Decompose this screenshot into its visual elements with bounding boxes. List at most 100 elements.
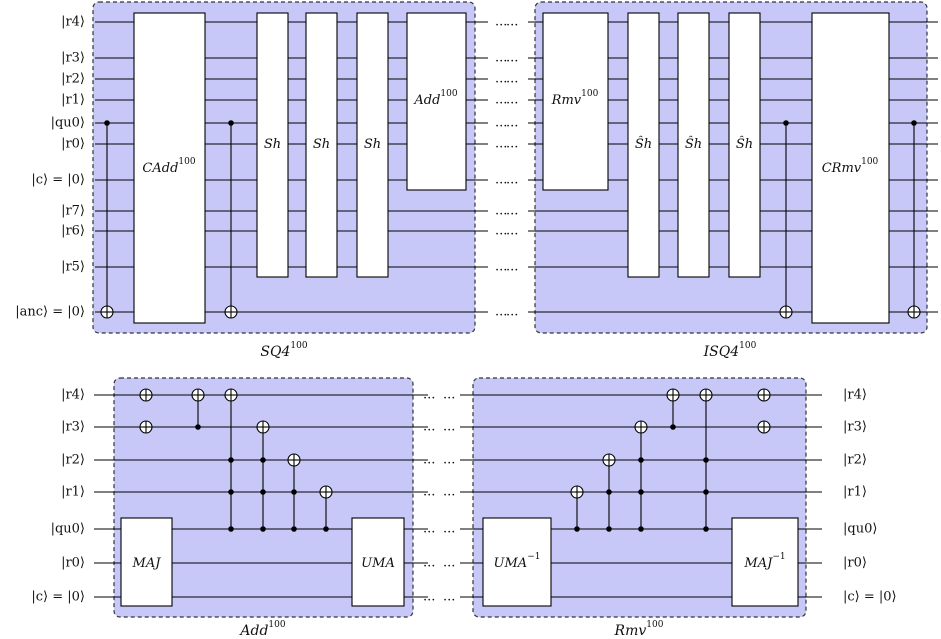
wire-label: |qu0⟩ <box>51 522 85 537</box>
wire-label: |qu0⟩ <box>843 522 877 537</box>
caption-isq4: ISQ4100 <box>703 341 757 361</box>
gate-label-add: Add100 <box>413 89 457 108</box>
continuation-dots: ... <box>423 522 435 537</box>
continuation-dots: ... <box>443 522 455 537</box>
caption-add: Add100 <box>238 620 285 639</box>
control-dot <box>104 120 110 126</box>
continuation-dots: ... <box>495 204 507 219</box>
control-dot <box>323 526 329 532</box>
continuation-dots: ... <box>423 453 435 468</box>
gate-crmv <box>811 12 890 324</box>
gate-uma <box>351 517 405 607</box>
control-dot <box>260 526 266 532</box>
wire-label: |c⟩ = |0⟩ <box>31 173 85 188</box>
wire-label: |r0⟩ <box>61 137 85 152</box>
wire-label: |r6⟩ <box>61 224 85 239</box>
continuation-dots: ... <box>443 388 455 403</box>
wire-label: |r4⟩ <box>843 388 867 403</box>
gate-label-sh: Sh <box>264 137 281 152</box>
continuation-dots: ... <box>423 556 435 571</box>
wire-label: |qu0⟩ <box>51 116 85 131</box>
gate-label-sh-hat: Ŝh <box>635 135 652 152</box>
continuation-dots: ... <box>506 137 518 152</box>
panel-rmv <box>472 377 807 618</box>
wire-label: |r2⟩ <box>61 72 85 87</box>
control-dot <box>228 526 234 532</box>
continuation-dots: ... <box>495 15 507 30</box>
wire-label: |c⟩ = |0⟩ <box>31 590 85 605</box>
continuation-dots: ... <box>506 51 518 66</box>
continuation-dots: ... <box>495 173 507 188</box>
gate-label-maj: MAJ <box>132 556 162 571</box>
wire-label: |r3⟩ <box>843 420 867 435</box>
control-dot <box>195 424 201 430</box>
control-dot <box>228 457 234 463</box>
continuation-dots: ... <box>495 93 507 108</box>
wire-label: |r4⟩ <box>61 388 85 403</box>
continuation-dots: ... <box>423 420 435 435</box>
control-dot <box>606 489 612 495</box>
gate-cadd <box>133 12 206 324</box>
caption-rmv: Rmv100 <box>614 620 664 639</box>
continuation-dots: ... <box>443 420 455 435</box>
gate-label-sh-hat: Ŝh <box>685 135 702 152</box>
gate-maj-inverse <box>731 517 799 607</box>
wire-label: |r2⟩ <box>61 453 85 468</box>
continuation-dots: ... <box>423 485 435 500</box>
continuation-dots: ... <box>443 485 455 500</box>
control-dot <box>228 120 234 126</box>
wire-label: |c⟩ = |0⟩ <box>843 590 897 605</box>
wire-label: |r4⟩ <box>61 15 85 30</box>
wire-label: |anc⟩ = |0⟩ <box>15 305 85 320</box>
continuation-dots: ... <box>495 51 507 66</box>
wire-label: |r1⟩ <box>61 93 85 108</box>
continuation-dots: ... <box>506 260 518 275</box>
control-dot <box>670 424 676 430</box>
control-dot <box>783 120 789 126</box>
gate-label-sh: Sh <box>313 137 330 152</box>
continuation-dots: ... <box>495 72 507 87</box>
gate-sh <box>356 12 389 278</box>
wire-label: |r1⟩ <box>61 485 85 500</box>
continuation-dots: ... <box>443 590 455 605</box>
control-dot <box>228 489 234 495</box>
wire-label: |r3⟩ <box>61 51 85 66</box>
gate-uma-inverse <box>482 517 552 607</box>
gate-sh-hat <box>728 12 761 278</box>
caption-sq4: SQ4100 <box>260 341 307 361</box>
gate-label-maj-inverse: MAJ−1 <box>743 552 785 571</box>
control-dot <box>260 489 266 495</box>
continuation-dots: ... <box>506 204 518 219</box>
continuation-dots: ... <box>506 305 518 320</box>
continuation-dots: ... <box>423 590 435 605</box>
continuation-dots: ... <box>443 453 455 468</box>
wire-label: |r7⟩ <box>61 204 85 219</box>
gate-sh-hat <box>677 12 710 278</box>
continuation-dots: ... <box>506 224 518 239</box>
gate-sh-hat <box>627 12 660 278</box>
gate-sh <box>305 12 338 278</box>
wire-label: |r0⟩ <box>843 556 867 571</box>
control-dot <box>291 526 297 532</box>
gate-rmv <box>542 12 609 191</box>
gate-label-rmv: Rmv100 <box>551 89 599 108</box>
continuation-dots: ... <box>495 116 507 131</box>
gate-maj <box>120 517 173 607</box>
continuation-dots: ... <box>506 15 518 30</box>
wire-label: |r1⟩ <box>843 485 867 500</box>
gate-label-uma-inverse: UMA−1 <box>494 552 541 571</box>
continuation-dots: ... <box>495 224 507 239</box>
gate-label-cadd: CAdd100 <box>142 157 195 176</box>
control-dot <box>638 489 644 495</box>
gate-label-crmv: CRmv100 <box>822 157 879 176</box>
control-dot <box>638 526 644 532</box>
control-dot <box>703 457 709 463</box>
wire-label: |r5⟩ <box>61 260 85 275</box>
gate-label-uma: UMA <box>361 556 395 571</box>
control-dot <box>606 526 612 532</box>
continuation-dots: ... <box>443 556 455 571</box>
continuation-dots: ... <box>506 72 518 87</box>
gate-add <box>406 12 467 191</box>
continuation-dots: ... <box>506 93 518 108</box>
